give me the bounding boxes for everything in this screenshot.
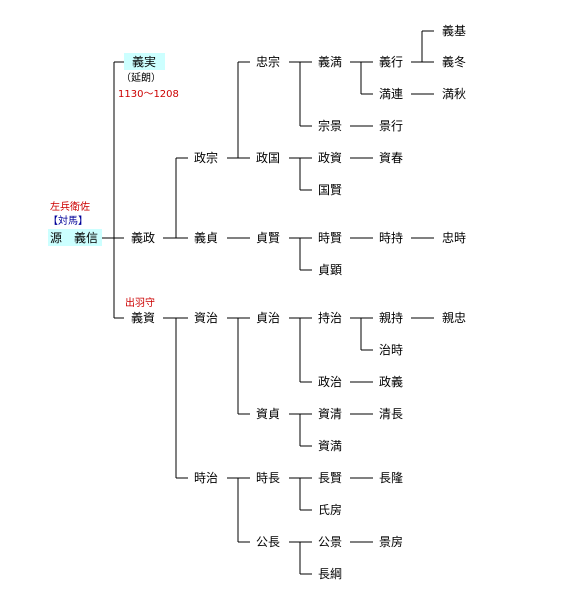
node-kagefusa: 景房 (379, 534, 403, 549)
founder-highlight (48, 229, 102, 246)
node-tokiharu: 時治 (194, 471, 218, 485)
node-yoshisuke: 義資 (131, 310, 155, 325)
node-yoshimitsu: 義満 (318, 54, 342, 69)
node-kiyonaga: 清長 (379, 407, 403, 421)
founder-title: 左兵衛佐 (50, 200, 90, 213)
node-ujifusa: 氏房 (318, 502, 342, 517)
yoshizane-dates: 1130〜1208 (118, 89, 179, 100)
yoshizane-highlight (124, 53, 165, 70)
node-nagatsuna: 長綱 (318, 567, 342, 581)
node-kinnaga: 公長 (256, 535, 280, 549)
node-yoshisada: 義貞 (194, 230, 218, 245)
node-yoshiyuki: 義行 (379, 54, 403, 69)
node-yoshimasa: 義政 (131, 230, 155, 245)
founder-block: 左兵衛佐 【対馬】 源 義信 (48, 200, 98, 245)
node-chikatada: 親忠 (442, 311, 466, 325)
node-sadaaki: 貞顕 (318, 263, 342, 277)
founder-name: 義信 (74, 230, 98, 245)
node-masasuke: 政資 (318, 151, 342, 165)
yoshizane-era: （延朗） (121, 72, 161, 84)
node-yoshifuyu: 義冬 (442, 54, 466, 69)
node-chikamochi: 親持 (379, 310, 403, 325)
node-kunikata: 国賢 (318, 183, 342, 197)
connector-lines (102, 30, 434, 575)
node-kinkage: 公景 (318, 535, 342, 549)
node-mitsutsura: 満連 (379, 87, 403, 101)
yoshisuke-title: 出羽守 (125, 296, 155, 309)
node-munekage: 宗景 (318, 118, 342, 133)
node-yoshizane: 義実 (132, 54, 156, 69)
node-sukeharu: 資治 (194, 311, 218, 325)
node-tadatoki: 忠時 (442, 231, 466, 245)
node-masakuni: 政国 (256, 151, 280, 165)
node-tokikata: 時賢 (318, 231, 342, 245)
founder-province: 【対馬】 (48, 214, 88, 227)
node-mochiharu: 持治 (318, 310, 342, 325)
node-sukesada: 資貞 (256, 407, 280, 421)
node-sadaharu: 貞治 (256, 311, 280, 325)
node-suketoki: 資春 (379, 151, 403, 165)
node-kageyuki: 景行 (379, 119, 403, 133)
node-nagakata: 長賢 (318, 471, 342, 485)
node-sukekiyo: 資清 (318, 407, 342, 421)
node-masamune: 政宗 (194, 150, 218, 165)
node-sadakata: 貞賢 (256, 231, 280, 245)
node-sukemitsu: 資満 (318, 439, 342, 453)
node-masayoshi: 政義 (379, 374, 403, 389)
node-mitsuaki: 満秋 (442, 87, 466, 101)
node-harutoki: 治時 (379, 343, 403, 357)
node-tadamune: 忠宗 (256, 54, 280, 69)
node-tokimochi: 時持 (379, 230, 403, 245)
node-masaharu: 政治 (318, 375, 342, 389)
founder-clan: 源 (50, 231, 62, 245)
node-tokinaga: 時長 (256, 471, 280, 485)
node-nagataka: 長隆 (379, 470, 403, 485)
node-yoshimoto: 義基 (442, 23, 466, 38)
